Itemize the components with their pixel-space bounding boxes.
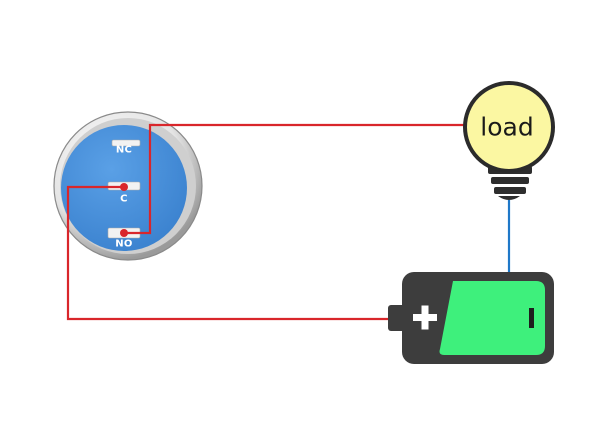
load-label: load — [480, 112, 534, 142]
no-contact-dot — [120, 229, 128, 237]
nc-label: NC — [115, 144, 133, 156]
wires — [66, 123, 511, 321]
no-label: NO — [115, 238, 133, 250]
nc-terminal — [111, 139, 141, 147]
light-bulb-icon — [463, 81, 555, 200]
battery-charge-fill — [439, 281, 545, 355]
minus-symbol — [529, 308, 534, 328]
bulb-glass — [463, 81, 555, 173]
c-label: C — [120, 193, 128, 205]
c-contact-dot — [120, 183, 128, 191]
red-wire-switch-to-battery — [66, 185, 402, 321]
battery-icon — [388, 272, 554, 364]
red-wire-switch-to-load — [124, 123, 465, 235]
plus-symbol-vertical — [421, 305, 429, 330]
